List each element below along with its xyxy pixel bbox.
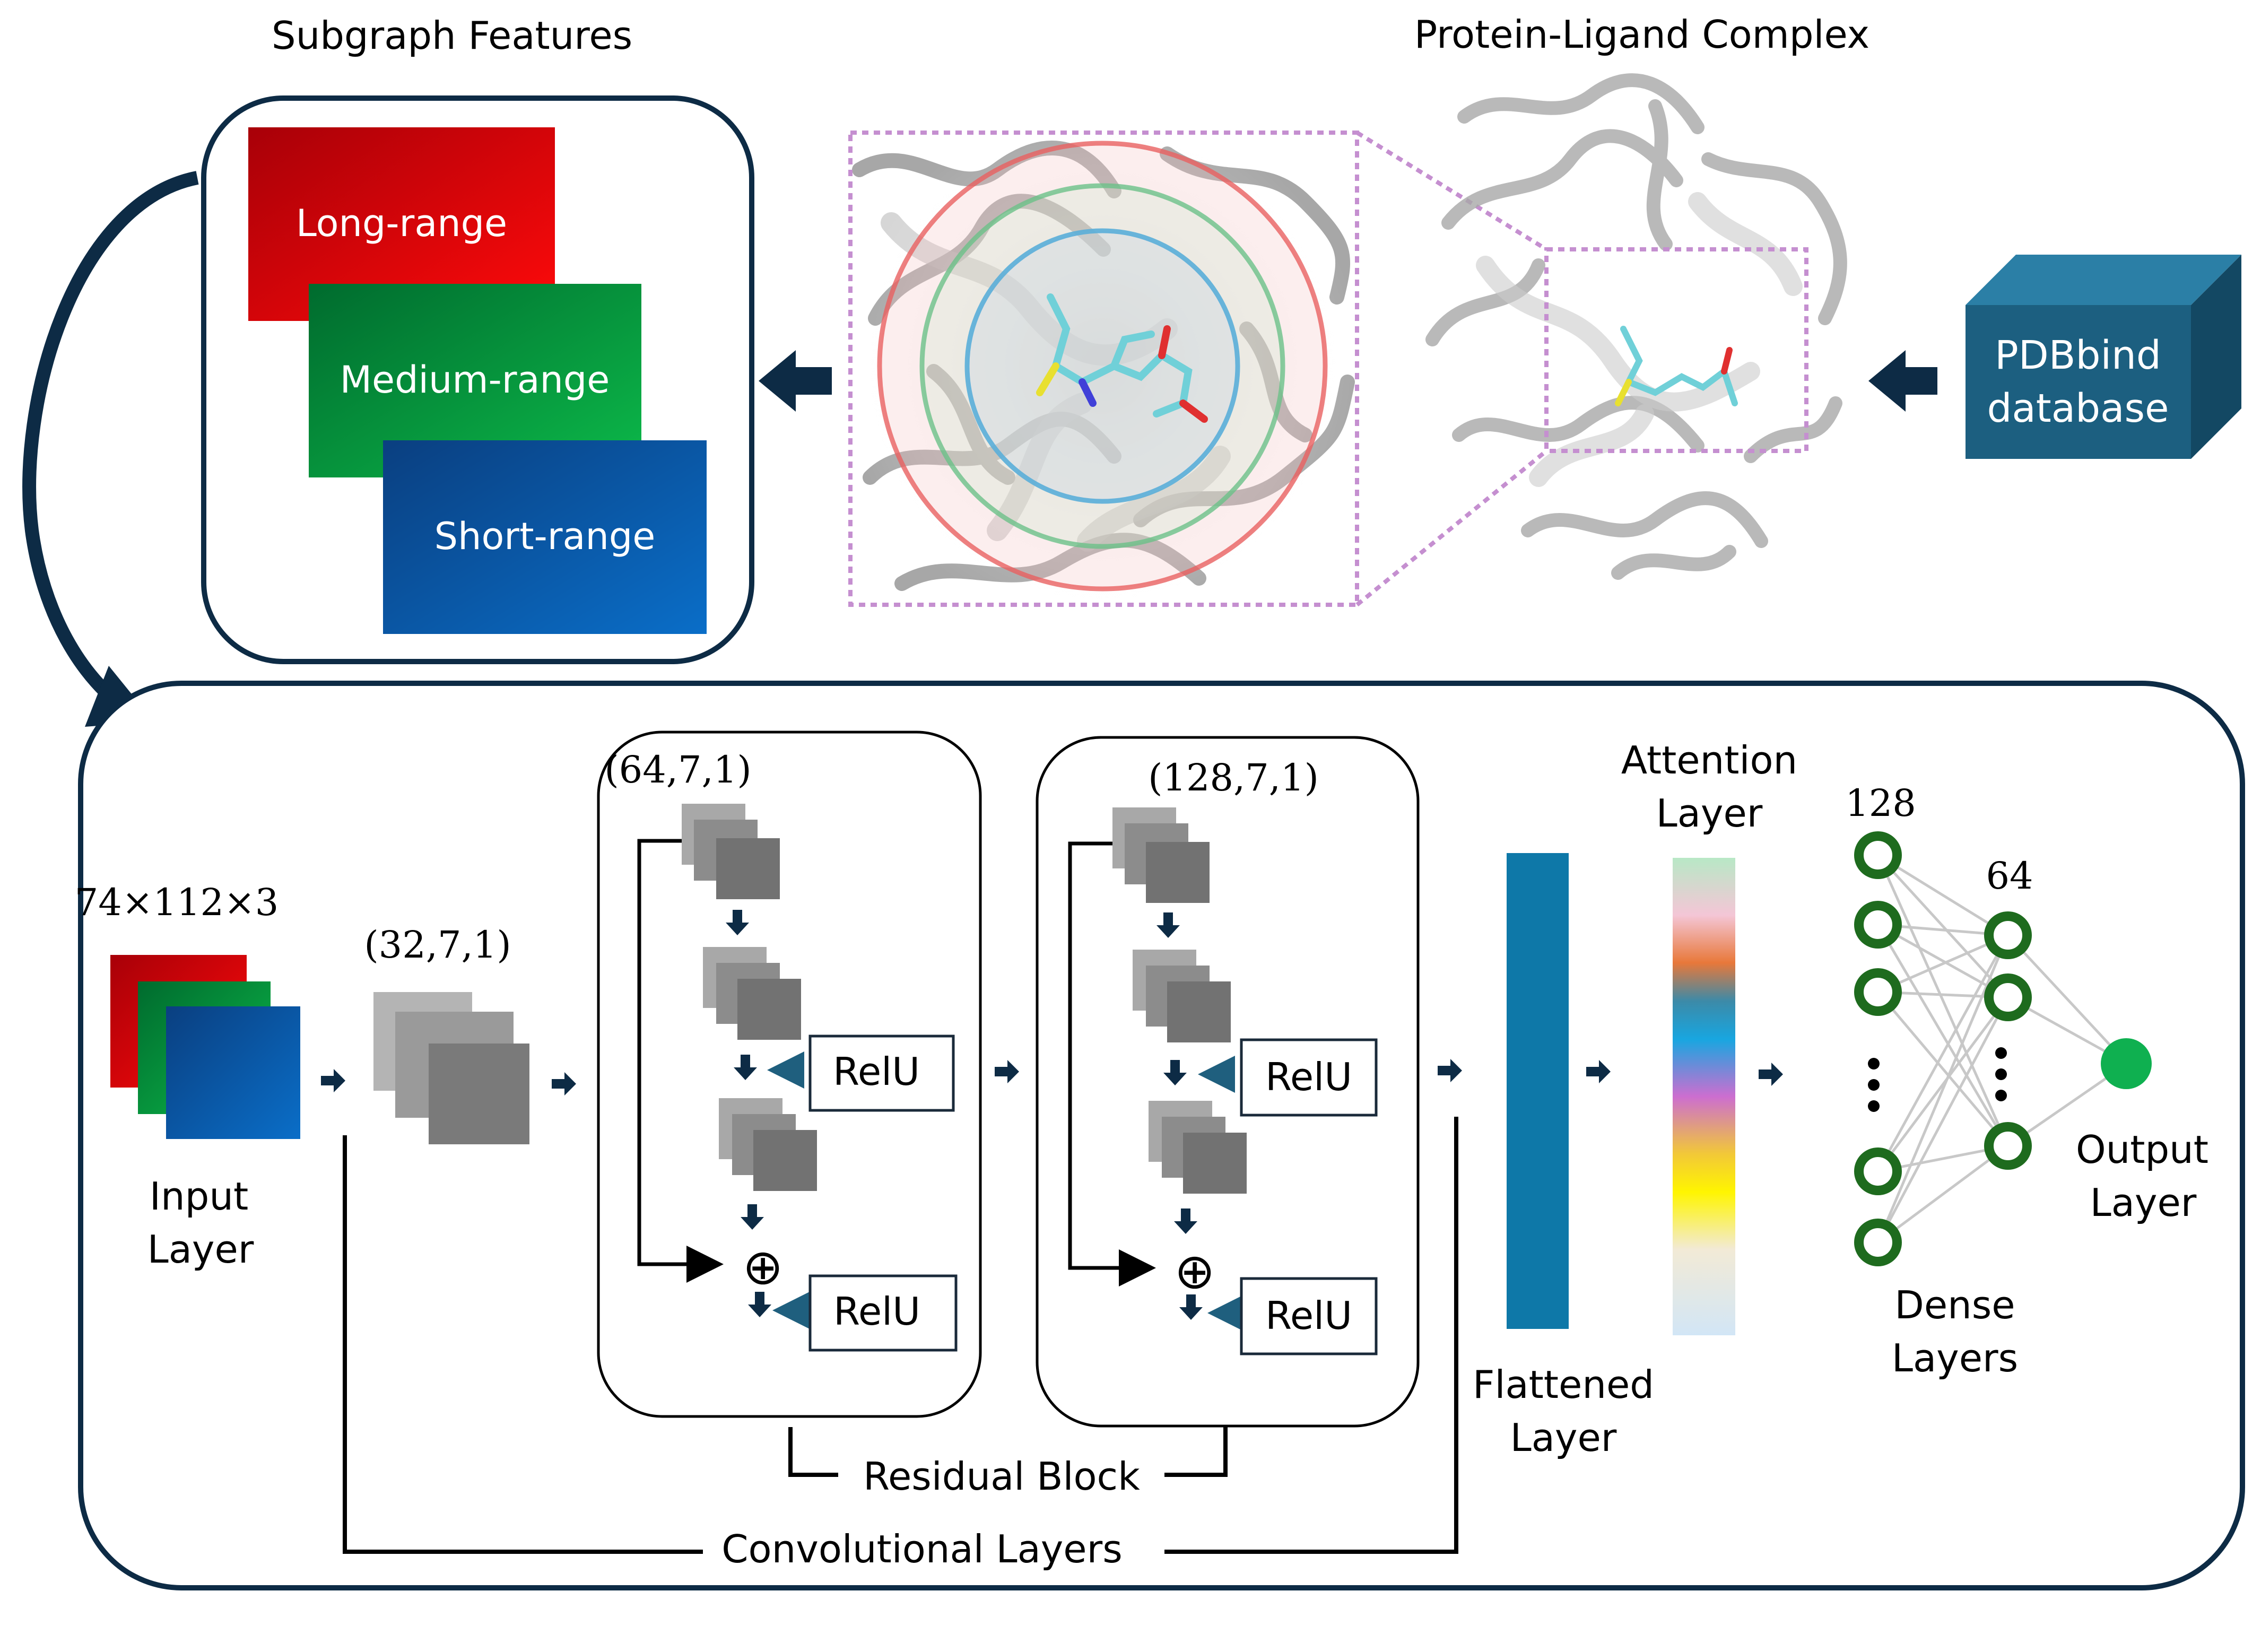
res2-relu-a	[1240, 1038, 1378, 1117]
svg-text:RelU: RelU	[833, 1289, 920, 1334]
res1-conv-c	[719, 1098, 817, 1191]
input-layer-label-line1: Input	[150, 1174, 248, 1219]
arrow-to-features	[759, 350, 832, 412]
svg-text:Long-range: Long-range	[296, 202, 507, 245]
convolutional-layers-bracket	[343, 1117, 1458, 1554]
residual-block-bracket	[788, 1427, 1228, 1477]
subgraph-features-title: Subgraph Features	[272, 13, 632, 58]
res1-relu-a	[808, 1034, 955, 1112]
protein-ligand-complex-image	[1425, 73, 1847, 580]
dense-label-line2: Layers	[1892, 1336, 2018, 1380]
res1-conv-a	[682, 804, 780, 899]
database-label-line1: PDBbind	[1995, 333, 2161, 378]
dense1-node	[1854, 1219, 1902, 1266]
dense1-node	[1854, 1147, 1902, 1195]
flow-curve-arrow	[22, 171, 199, 727]
dense1-node	[1854, 968, 1902, 1016]
flattened-label-line1: Flattened	[1473, 1362, 1654, 1407]
pdbbind-database-cube: PDBbind database	[1966, 255, 2241, 459]
svg-text:Medium-range: Medium-range	[340, 358, 610, 402]
flattened-label-line2: Layer	[1510, 1415, 1617, 1460]
dense-layer-2-ellipsis	[1995, 1047, 2007, 1101]
dense-layer-2-nodes	[1984, 911, 2032, 1170]
res1-relu-b	[808, 1274, 958, 1352]
dense-layer-1-nodes	[1854, 831, 1902, 1266]
input-layer-stack	[110, 955, 300, 1139]
svg-text:Short-range: Short-range	[434, 515, 656, 558]
conv1-feature-maps	[373, 992, 529, 1144]
dense-size-64: 64	[1986, 854, 2033, 898]
dense-connections	[1876, 854, 2128, 1244]
output-label-line1: Output	[2076, 1127, 2208, 1172]
feature-card-short-range: Short-range	[383, 440, 707, 634]
zoomed-binding-pocket-image	[842, 106, 1362, 626]
zoom-connector-lines	[1355, 131, 1548, 607]
output-node	[2101, 1038, 2152, 1089]
res2-conv-a	[1112, 807, 1210, 903]
dense2-node	[1984, 973, 2032, 1021]
res2-conv-c	[1149, 1101, 1247, 1194]
res1-params: (64,7,1)	[604, 748, 751, 792]
flattened-layer-bar	[1507, 853, 1569, 1329]
res2-add-symbol: ⊕	[1174, 1243, 1215, 1300]
dense-label-line1: Dense	[1894, 1283, 2015, 1327]
svg-text:RelU: RelU	[1265, 1293, 1352, 1338]
ligand-molecule	[1036, 293, 1208, 423]
dense1-node	[1854, 831, 1902, 879]
res2-relu-b	[1240, 1277, 1378, 1355]
input-layer-label-line2: Layer	[147, 1227, 254, 1272]
dense1-node	[1854, 901, 1902, 949]
res2-params: (128,7,1)	[1148, 756, 1319, 799]
input-dims: 74×112×3	[75, 881, 279, 924]
res1-add-symbol: ⊕	[742, 1239, 783, 1295]
attention-label-line2: Layer	[1656, 791, 1763, 836]
convolutional-layers-label: Convolutional Layers	[721, 1527, 1122, 1571]
residual-block-1: (64,7,1) RelU ⊕ RelU	[597, 731, 982, 1418]
res1-conv-b	[703, 947, 801, 1040]
svg-text:RelU: RelU	[1265, 1055, 1352, 1099]
svg-text:RelU: RelU	[833, 1049, 920, 1094]
database-label-line2: database	[1987, 386, 2169, 431]
attention-label-line1: Attention	[1621, 738, 1797, 782]
conv1-params: (32,7,1)	[364, 923, 511, 967]
dense2-node	[1984, 911, 2032, 959]
res2-conv-b	[1133, 950, 1231, 1042]
residual-block-label: Residual Block	[863, 1454, 1140, 1499]
dense-size-128: 128	[1845, 781, 1916, 825]
subgraph-features-panel: Long-range Medium-range Short-range	[201, 95, 754, 664]
attention-layer-bar	[1673, 858, 1735, 1335]
protein-ligand-complex-title: Protein-Ligand Complex	[1414, 12, 1869, 57]
residual-block-2: (128,7,1) RelU ⊕ RelU	[1036, 736, 1420, 1428]
dense2-node	[1984, 1122, 2032, 1170]
dense-layer-1-ellipsis	[1868, 1058, 1880, 1112]
arrow-to-complex	[1868, 350, 1937, 412]
output-label-line2: Layer	[2090, 1180, 2197, 1225]
